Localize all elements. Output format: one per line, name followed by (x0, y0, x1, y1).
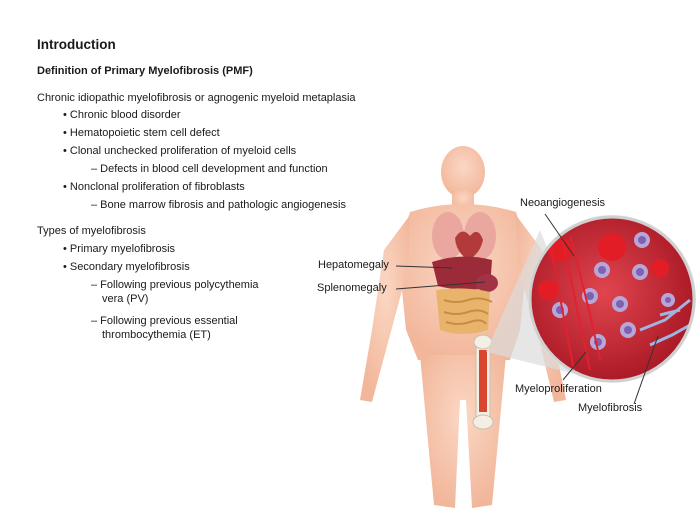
subbullet-bone-marrow-fibrosis: – Bone marrow fibrosis and pathologic an… (91, 199, 346, 211)
marrow-zoom-circle (528, 215, 696, 383)
lungs (432, 212, 464, 260)
heart (455, 231, 483, 260)
subheading: Definition of Primary Myelofibrosis (PMF… (37, 65, 253, 77)
bullet-chronic-blood-disorder: • Chronic blood disorder (63, 109, 181, 121)
types-intro: Types of myelofibrosis (37, 225, 146, 237)
subbullet-thrombocythemia-cont: thrombocythemia (ET) (102, 329, 211, 341)
label-myeloproliferation: Myeloproliferation (515, 383, 602, 395)
subbullet-polycythemia-cont: vera (PV) (102, 293, 149, 305)
label-hepatomegaly: Hepatomegaly (318, 259, 389, 271)
subbullet-blood-cell-defects: – Defects in blood cell development and … (91, 163, 328, 175)
bullet-primary-myelofibrosis: • Primary myelofibrosis (63, 243, 176, 255)
label-neoangiogenesis: Neoangiogenesis (520, 197, 606, 209)
bullet-secondary-myelofibrosis: • Secondary myelofibrosis (63, 261, 190, 273)
femur-bone (472, 334, 494, 430)
subbullet-polycythemia: – Following previous polycythemia (91, 279, 259, 291)
bullet-stem-cell-defect: • Hematopoietic stem cell defect (63, 127, 220, 139)
bullet-clonal-proliferation: • Clonal unchecked proliferation of myel… (63, 145, 297, 157)
subbullet-thrombocythemia: – Following previous essential (91, 315, 238, 327)
definition-intro: Chronic idiopathic myelofibrosis or agno… (37, 92, 356, 104)
label-myelofibrosis: Myelofibrosis (578, 402, 643, 414)
label-splenomegaly: Splenomegaly (317, 282, 387, 294)
spleen (476, 274, 498, 292)
bullet-nonclonal-proliferation: • Nonclonal proliferation of fibroblasts (63, 181, 245, 193)
heading: Introduction (37, 37, 116, 52)
